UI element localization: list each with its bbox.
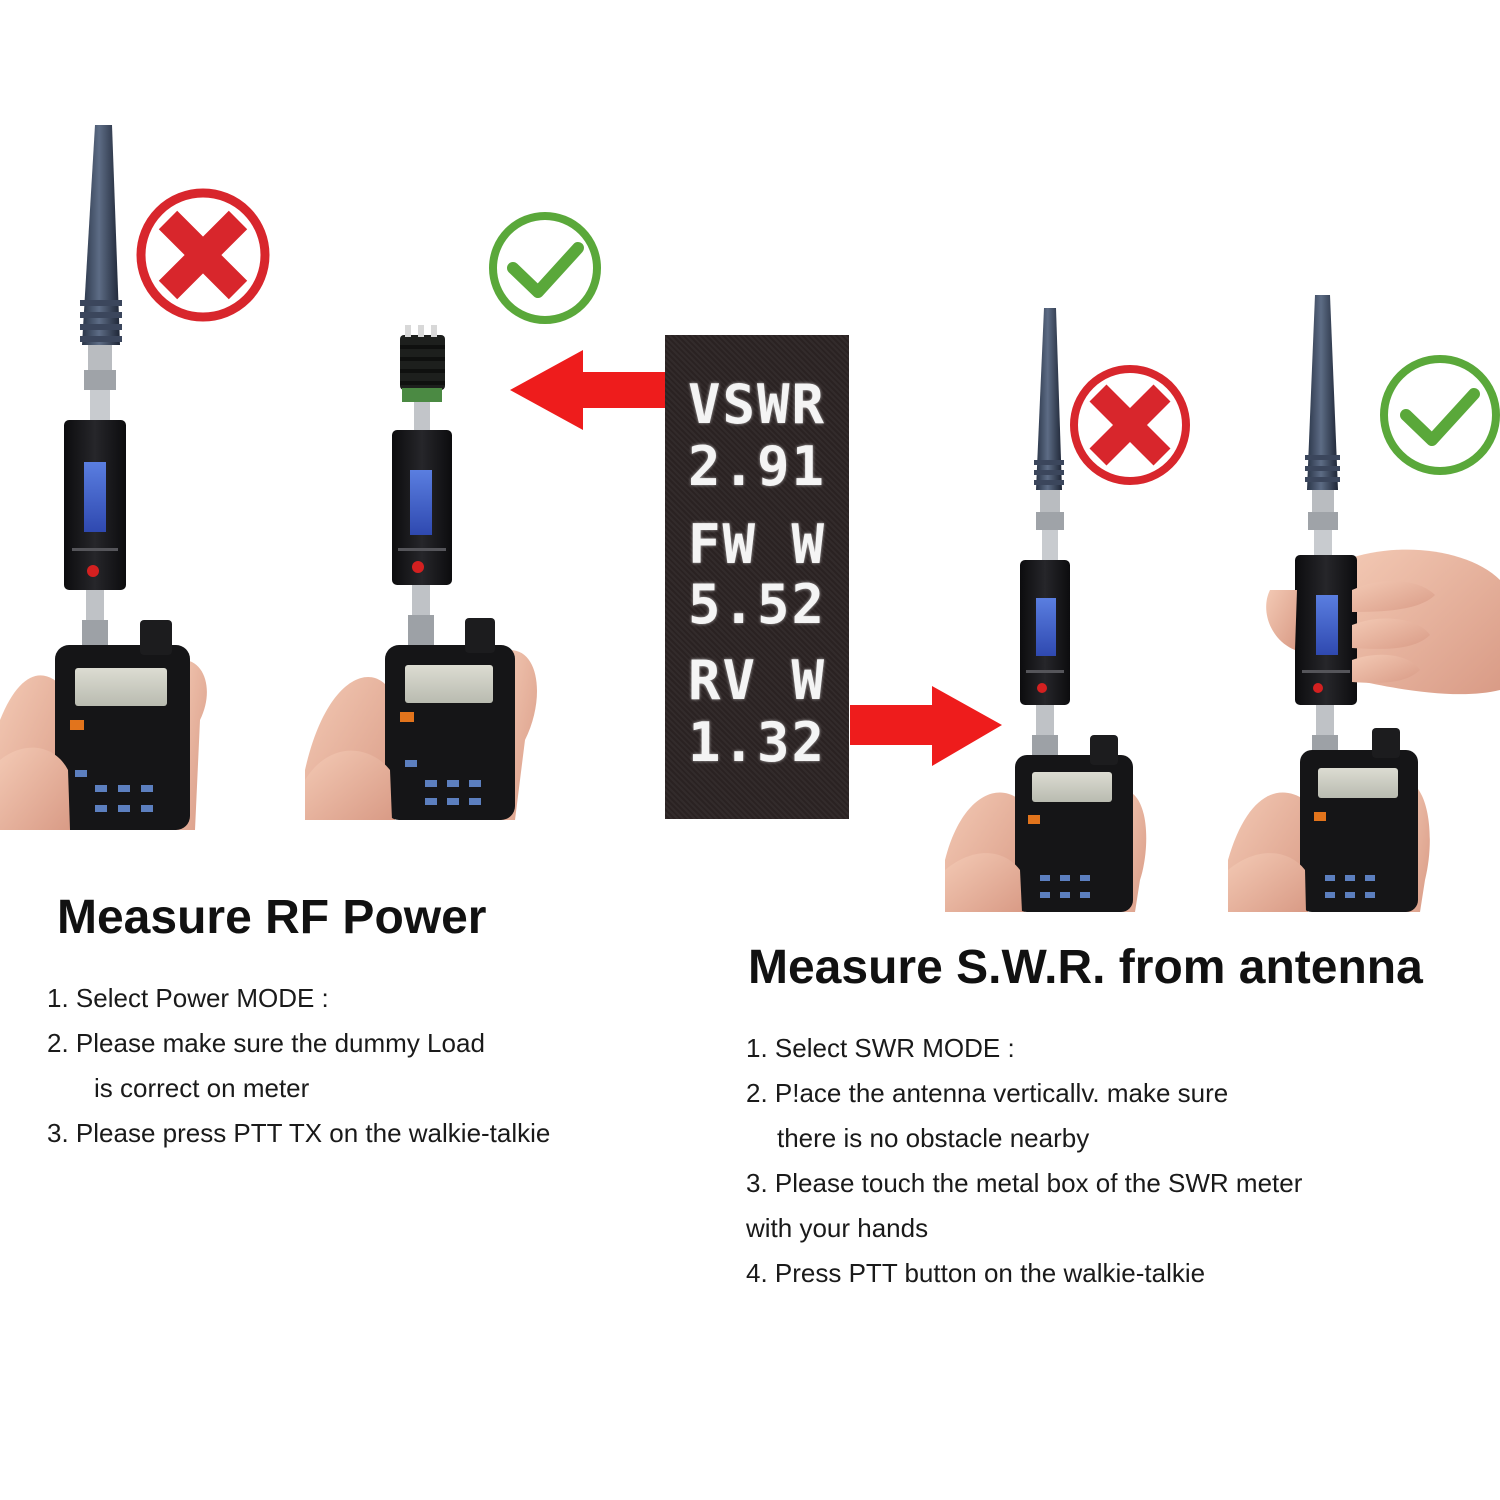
antenna xyxy=(1036,308,1062,490)
cross-icon xyxy=(136,188,270,322)
antenna xyxy=(82,125,120,345)
rf-power-steps: 1. Select Power MODE : 2. Please make su… xyxy=(47,976,550,1156)
meter-button xyxy=(1313,683,1323,693)
list-item: 1. Select SWR MODE : xyxy=(746,1033,1015,1063)
cross-icon xyxy=(1070,365,1190,485)
antenna xyxy=(1307,295,1338,490)
display-reverse-label: RV W xyxy=(687,649,827,712)
photo-swr-wrong xyxy=(945,308,1147,912)
display-swr-value: 2.91 xyxy=(687,435,827,498)
meter-display-closeup: VSWR 2.91 FW W 5.52 RV W 1.32 xyxy=(665,335,849,819)
display-mode-label: VSWR xyxy=(687,373,827,436)
meter-lcd xyxy=(1316,595,1338,655)
list-item: is correct on meter xyxy=(94,1073,310,1103)
meter-button xyxy=(1037,683,1047,693)
swr-steps: 1. Select SWR MODE : 2. P!ace the antenn… xyxy=(746,1026,1302,1296)
list-item: 3. Please press PTT TX on the walkie-tal… xyxy=(47,1118,551,1148)
arrow-left-icon xyxy=(510,350,665,430)
check-icon xyxy=(1380,355,1500,475)
swr-heading: Measure S.W.R. from antenna xyxy=(748,941,1423,994)
photo-rf-wrong xyxy=(0,125,207,830)
arrow-right-icon xyxy=(850,686,1002,766)
meter-button xyxy=(412,561,424,573)
list-item: 4. Press PTT button on the walkie-talkie xyxy=(746,1258,1206,1288)
check-icon xyxy=(489,212,601,324)
meter-lcd xyxy=(410,470,432,535)
display-forward-label: FW W xyxy=(687,513,827,576)
list-item: 2. P!ace the antenna verticallv. make su… xyxy=(746,1078,1229,1108)
photo-swr-right xyxy=(1228,295,1500,912)
list-item: there is no obstacle nearby xyxy=(777,1123,1090,1153)
list-item: 1. Select Power MODE : xyxy=(47,983,329,1013)
display-forward-value: 5.52 xyxy=(687,573,827,636)
display-reverse-value: 1.32 xyxy=(687,711,827,774)
list-item: 2. Please make sure the dummy Load xyxy=(47,1028,485,1058)
meter-lcd xyxy=(1036,598,1056,656)
list-item: 3. Please touch the metal box of the SWR… xyxy=(746,1168,1303,1198)
meter-lcd xyxy=(84,462,106,532)
photo-rf-right xyxy=(305,325,537,820)
antenna-ribs xyxy=(80,300,122,342)
meter-button xyxy=(87,565,99,577)
rf-power-heading: Measure RF Power xyxy=(57,891,487,944)
list-item: with your hands xyxy=(746,1213,929,1243)
